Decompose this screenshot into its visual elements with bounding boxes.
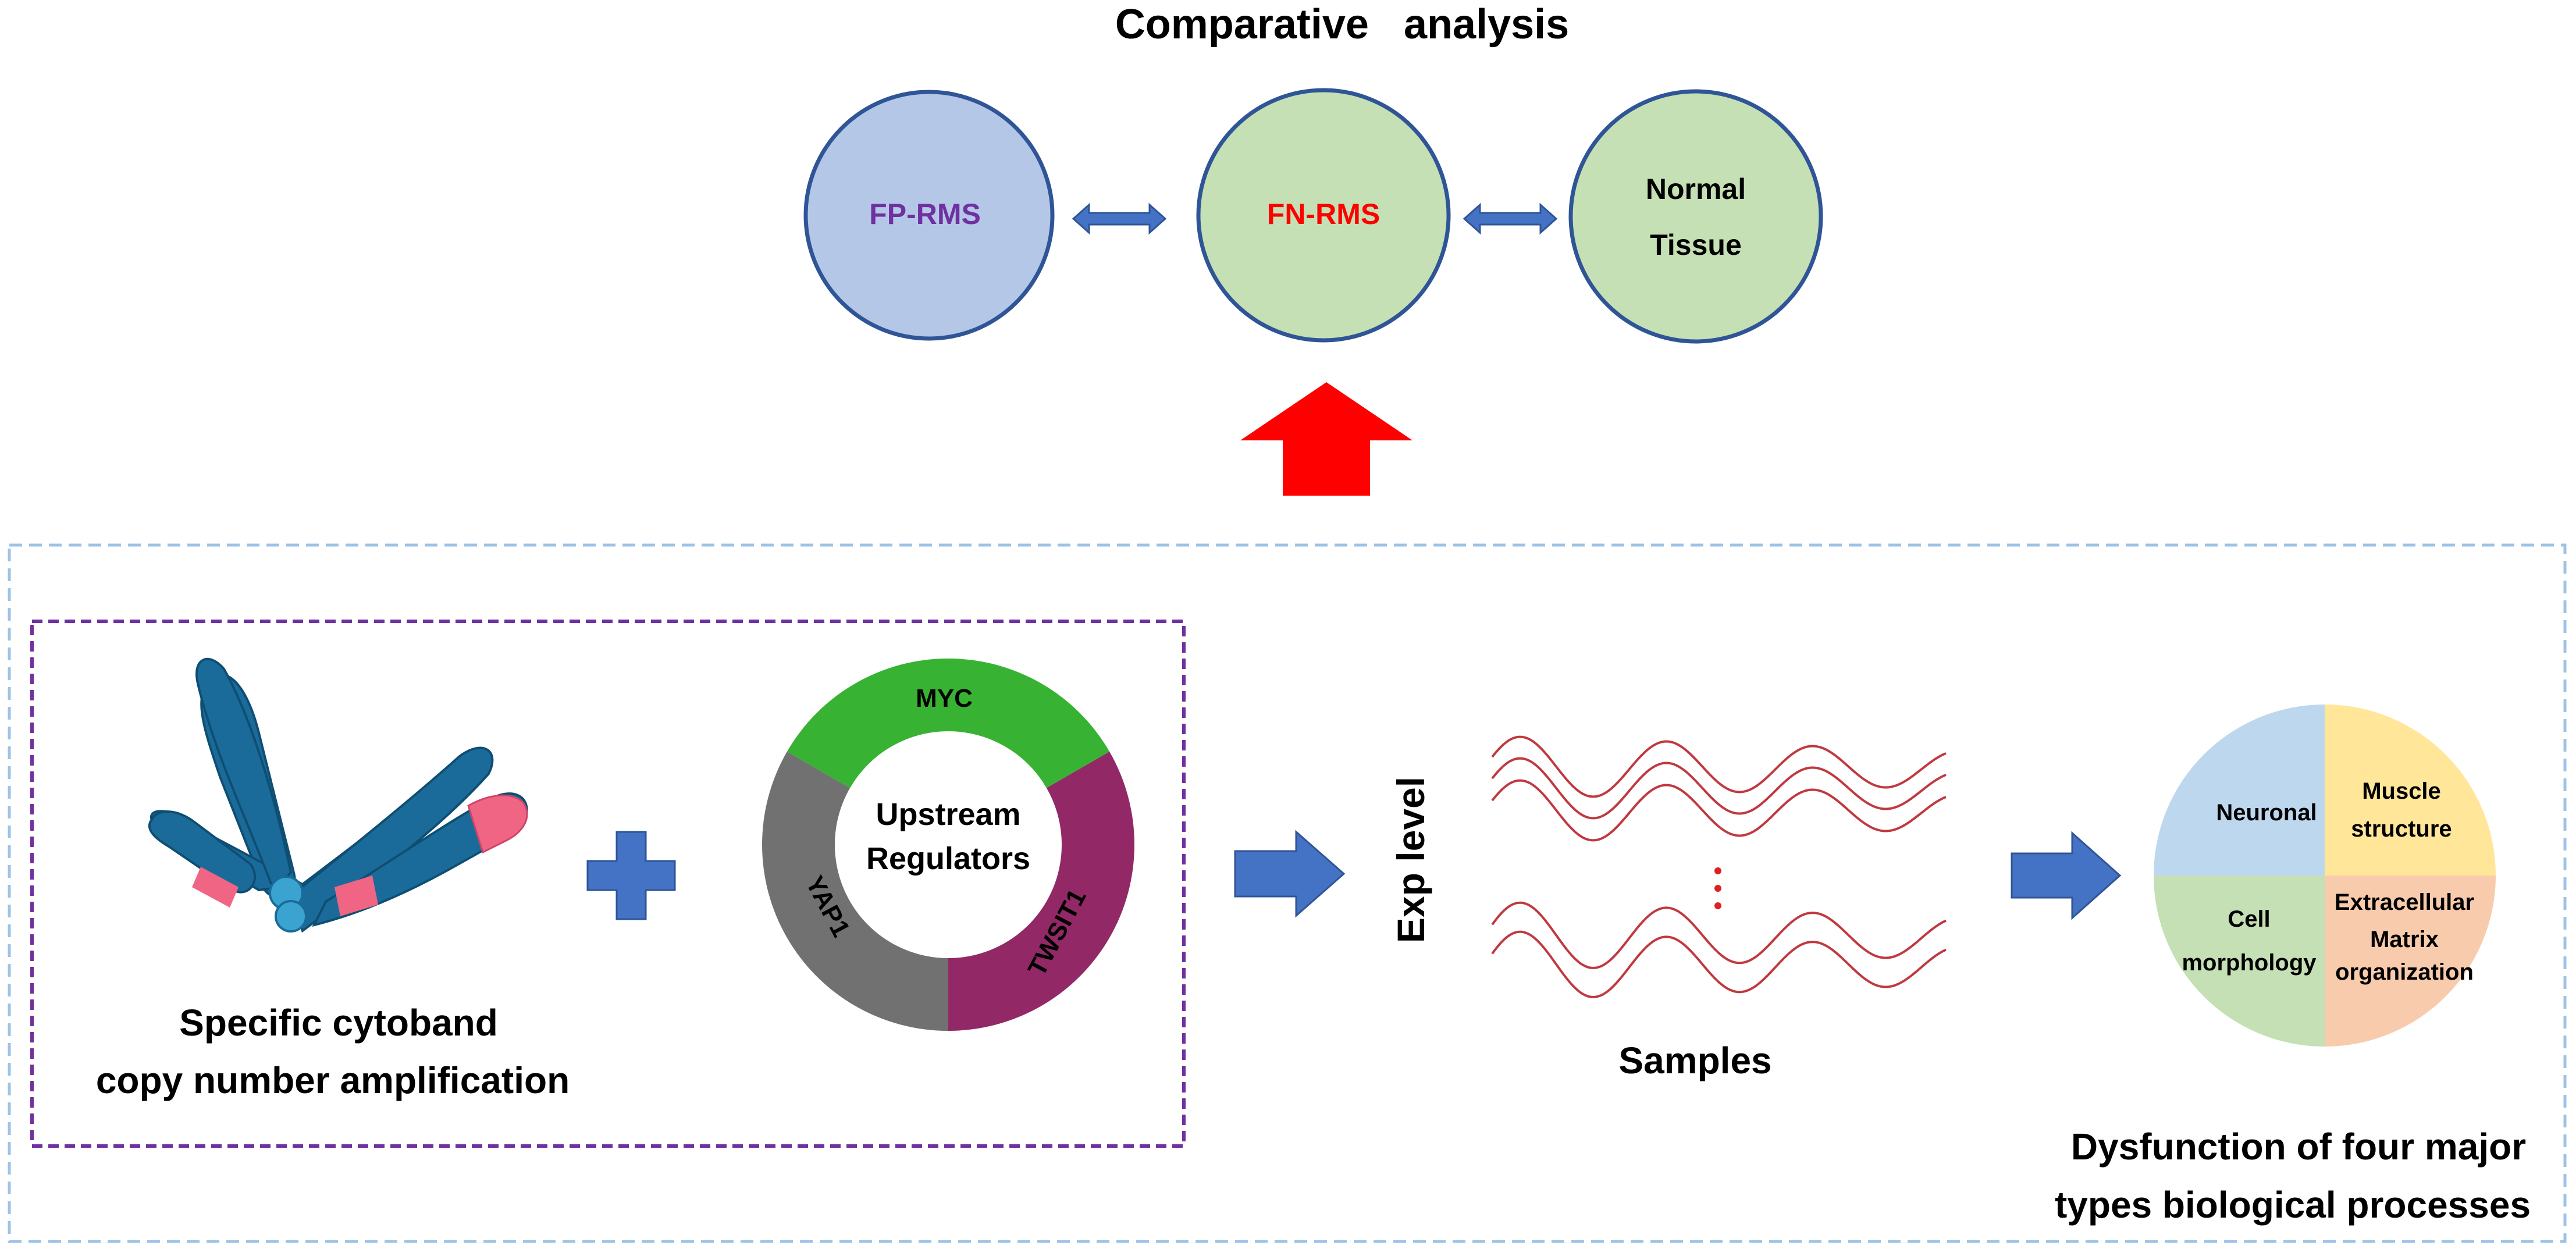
quadrant-label-muscle-line2: structure xyxy=(2351,816,2452,842)
normal-tissue-label-line1: Normal xyxy=(1646,173,1746,205)
quadrant-label-cell-line2: morphology xyxy=(2182,950,2317,976)
chromosome-icon xyxy=(148,657,528,933)
normal-tissue-circle: Normal Tissue xyxy=(1568,89,1823,344)
ellipsis-dots xyxy=(1714,867,1721,909)
expression-wave-line xyxy=(1491,779,1947,842)
expression-waves xyxy=(1491,735,1947,998)
plus-icon xyxy=(586,831,676,920)
outer-dashed-frame xyxy=(8,543,2567,1243)
donut-center-line1: Upstream xyxy=(876,797,1020,832)
exp-level-axis-label: Exp level xyxy=(1389,777,1432,943)
donut-segment-yap1 xyxy=(762,752,948,1031)
donut-label-myc: MYC xyxy=(916,684,973,713)
quadrant-label-ecm-line3: organization xyxy=(2335,959,2474,985)
samples-label: Samples xyxy=(1618,1040,1771,1081)
quadrant-label-neuronal: Neuronal xyxy=(2216,800,2317,825)
fn-rms-label: FN-RMS xyxy=(1267,198,1380,230)
normal-tissue-label-line2: Tissue xyxy=(1650,229,1742,261)
processes-caption-line2: types biological processes xyxy=(2055,1184,2531,1226)
right-arrow-icon xyxy=(2011,831,2122,920)
inner-dashed-frame xyxy=(30,620,1186,1148)
expression-wave-line xyxy=(1491,930,1947,998)
process-quadrant-pie: Neuronal Muscle structure Cell morpholog… xyxy=(2154,704,2496,1047)
cytoband-caption-line1: Specific cytoband xyxy=(179,1002,498,1044)
double-arrow-icon xyxy=(1463,202,1558,235)
expression-wave-line xyxy=(1491,757,1947,820)
quadrant-label-cell-line1: Cell xyxy=(2228,906,2270,932)
fn-rms-circle: FN-RMS xyxy=(1196,88,1451,343)
diagram-title: Comparative analysis xyxy=(1115,1,1569,48)
donut-center-line2: Regulators xyxy=(866,841,1030,876)
donut-segment-myc xyxy=(787,659,1110,788)
right-arrow-icon xyxy=(1234,830,1346,918)
quadrant-label-ecm-line2: Matrix xyxy=(2370,927,2439,952)
processes-caption-line1: Dysfunction of four major xyxy=(2071,1126,2526,1168)
quadrant-label-muscle-line1: Muscle xyxy=(2362,778,2441,804)
quadrant-cell xyxy=(2154,876,2325,1047)
double-arrow-icon xyxy=(1072,202,1167,235)
quadrant-label-ecm-line1: Extracellular xyxy=(2335,889,2474,915)
regulators-donut: MYC TWSIT1 YAP1 Upstream Regulators xyxy=(762,659,1134,1031)
upward-arrow-icon xyxy=(1240,382,1412,496)
fp-rms-label: FP-RMS xyxy=(869,198,981,230)
expression-wave-line xyxy=(1491,735,1947,798)
fp-rms-circle: FP-RMS xyxy=(803,90,1055,341)
cytoband-caption-line2: copy number amplification xyxy=(96,1059,570,1101)
quadrant-muscle xyxy=(2325,704,2496,876)
quadrant-ecm xyxy=(2325,876,2496,1047)
quadrant-neuronal xyxy=(2154,704,2325,876)
expression-wave-line xyxy=(1491,901,1947,969)
donut-segment-twsit1 xyxy=(948,752,1134,1031)
